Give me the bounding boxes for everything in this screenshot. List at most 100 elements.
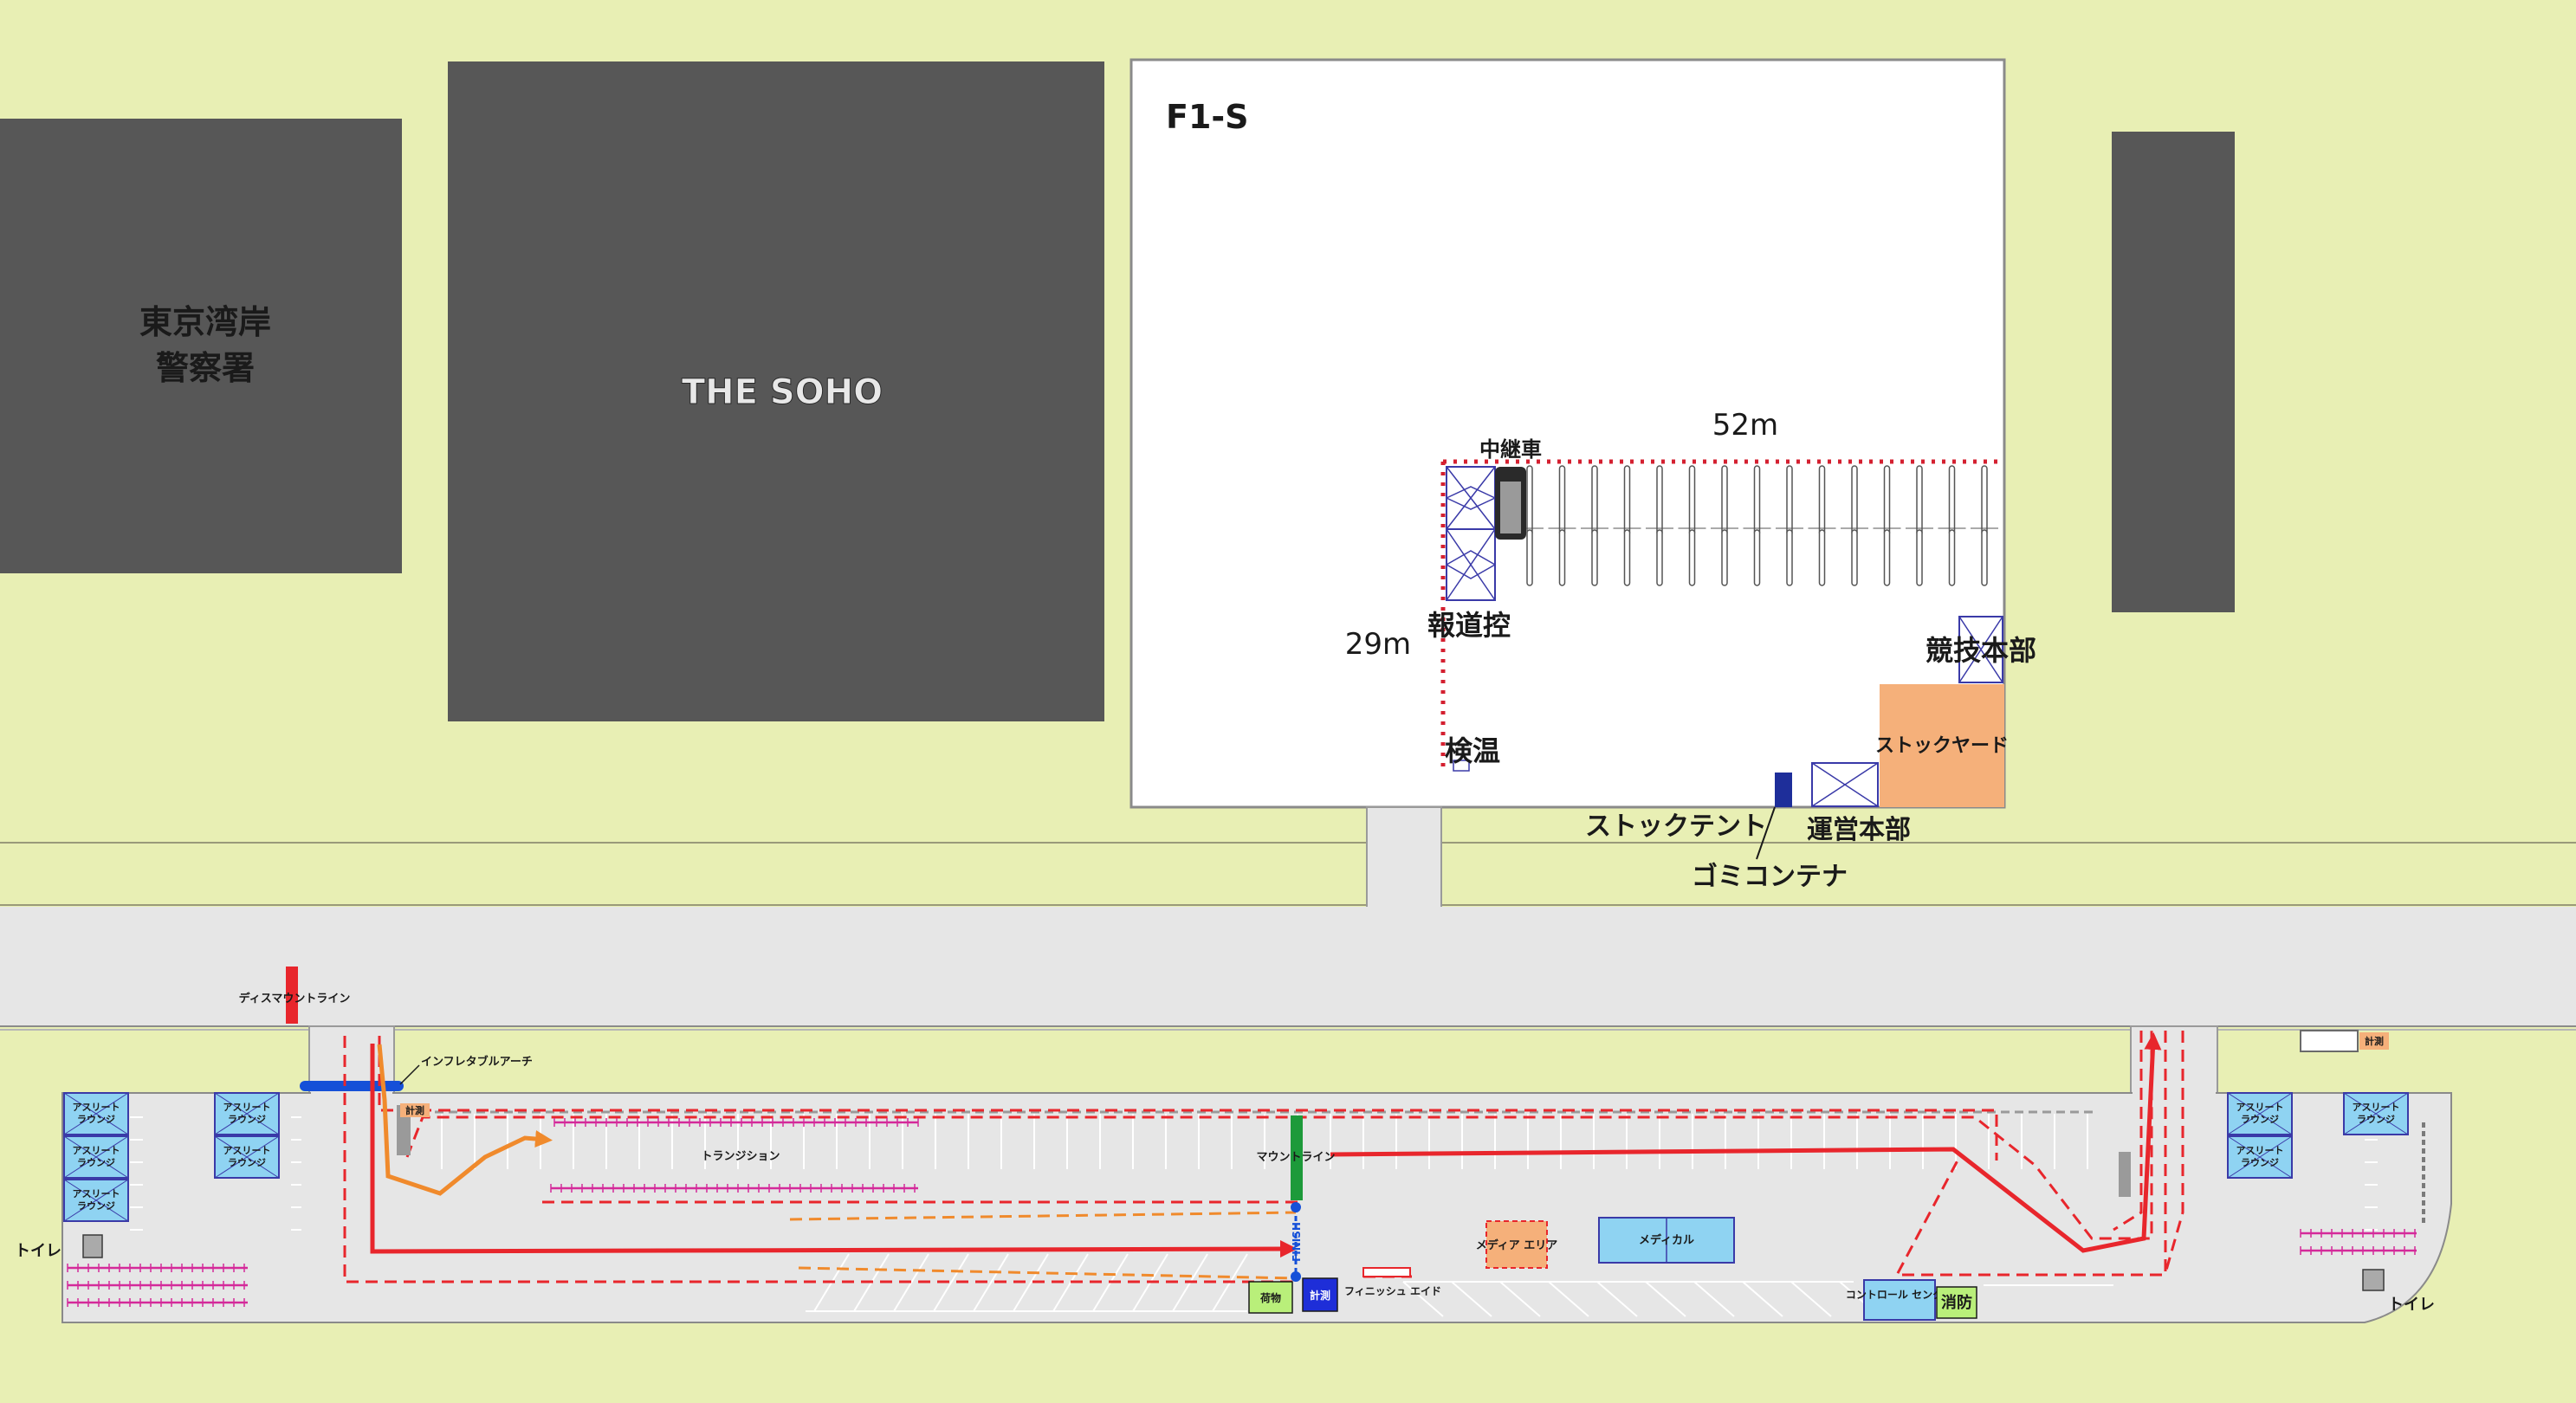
bike-rack — [1656, 529, 1663, 586]
timing-mat-3 — [2119, 1152, 2131, 1197]
fire-box — [1936, 1286, 1977, 1319]
finish-label: FINISH — [1291, 1222, 1303, 1262]
soho-label: THE SOHO — [682, 372, 883, 412]
race-hq-label: 競技本部 — [1926, 634, 2036, 667]
finish-aid-label: フィニッシュ エイド — [1344, 1285, 1441, 1297]
stock-yard — [1880, 684, 2004, 807]
bike-rack — [1526, 529, 1533, 586]
bike-rack — [1883, 465, 1891, 536]
media-area — [1485, 1220, 1548, 1269]
main-road — [0, 907, 2576, 1026]
toilet-left — [82, 1234, 103, 1258]
media-label: メディア エリア — [1476, 1238, 1558, 1252]
bike-rack — [1558, 529, 1566, 586]
transition-racks — [67, 1118, 2417, 1307]
baggage-label: 荷物 — [1259, 1291, 1281, 1304]
toilet-right-label: トイレ — [2388, 1296, 2435, 1314]
athlete-lounge-label: アスリート — [2236, 1145, 2284, 1156]
police-label-1: 東京湾岸 — [139, 303, 271, 341]
bike-rack — [1656, 465, 1663, 536]
bike-rack — [1916, 465, 1923, 536]
athlete-lounges: アスリートラウンジアスリートラウンジアスリートラウンジアスリートラウンジアスリー… — [63, 1092, 2409, 1222]
bike-rack — [1916, 529, 1923, 586]
press-tents — [1446, 466, 1496, 601]
transition-route — [377, 1044, 553, 1196]
bike-rack — [1753, 465, 1761, 536]
athlete-lounge-label: アスリート — [223, 1102, 271, 1113]
athlete-lounge-label: ラウンジ — [77, 1114, 115, 1125]
toilet-left-label: トイレ — [15, 1242, 61, 1260]
athlete-lounge-label: アスリート — [73, 1102, 120, 1113]
dim-29m: 29m — [1345, 627, 1411, 662]
athlete-lounge-label: アスリート — [73, 1188, 120, 1199]
mount-line — [1291, 1115, 1303, 1200]
diagonal-stalls — [806, 1253, 2113, 1317]
timing-mat-1 — [397, 1105, 411, 1155]
finish-aid — [1362, 1267, 1411, 1277]
bike-rack — [1786, 465, 1793, 536]
bike-rack — [1883, 529, 1891, 586]
timing-box-finish — [1302, 1277, 1338, 1312]
bike-rack — [1948, 529, 1956, 586]
toilet-right — [2362, 1269, 2385, 1291]
bike-rack — [1786, 529, 1793, 586]
police-label-2: 警察署 — [156, 349, 255, 387]
stock-yard-label: ストックヤード — [1875, 735, 2009, 757]
timing-mat-top — [2300, 1030, 2359, 1052]
athlete-lounge-label: ラウンジ — [228, 1114, 266, 1125]
athlete-lounge-label: アスリート — [2353, 1102, 2400, 1113]
bike-rack — [1981, 529, 1988, 586]
timing-label-2: 計測 — [1310, 1289, 1330, 1302]
bike-rack — [1753, 529, 1761, 586]
bike-rack — [1688, 529, 1696, 586]
press-room-label: 報道控 — [1427, 609, 1511, 642]
bike-rack — [1818, 465, 1826, 536]
bike-rack — [1526, 465, 1533, 536]
orange-dashed — [789, 1211, 1297, 1280]
run-route — [370, 1044, 1298, 1258]
bike-rack — [1851, 465, 1858, 536]
bike-rack-grid — [1516, 465, 1998, 586]
connector-path — [1366, 806, 1442, 910]
bike-rack — [1591, 529, 1598, 586]
athlete-lounge-label: ラウンジ — [2241, 1157, 2279, 1168]
athlete-lounge-label: ラウンジ — [228, 1157, 266, 1168]
bike-rack — [1818, 529, 1826, 586]
bike-rack — [1981, 465, 1988, 536]
bike-rack — [1591, 465, 1598, 536]
bike-rack — [1948, 465, 1956, 536]
dim-52m: 52m — [1712, 408, 1778, 443]
right-building — [2112, 132, 2235, 612]
bike-rack — [1688, 465, 1696, 536]
control-center-label: コントロール センター — [1846, 1289, 1953, 1301]
athlete-lounge-label: ラウンジ — [2357, 1114, 2395, 1125]
stock-tent — [1775, 773, 1792, 807]
baggage-box — [1248, 1281, 1293, 1314]
athlete-lounge-label: ラウンジ — [77, 1157, 115, 1168]
athlete-lounge-label: ラウンジ — [2241, 1114, 2279, 1125]
control-center-tent — [1863, 1279, 1936, 1321]
temp-check-tent — [1453, 760, 1470, 772]
timing-label-3: 計測 — [2365, 1035, 2384, 1047]
athlete-lounge-label: アスリート — [73, 1145, 120, 1156]
mount-label: マウントライン — [1256, 1151, 1335, 1164]
transition-label: トランジション — [701, 1150, 780, 1163]
soho-building — [448, 61, 1104, 721]
bike-rack — [1623, 529, 1631, 586]
bike-rack — [1851, 529, 1858, 586]
f1s-area — [1129, 58, 2006, 809]
athlete-lounge-label: ラウンジ — [77, 1200, 115, 1212]
bike-rack — [1623, 465, 1631, 536]
stock-tent-label: ストックテント — [1585, 811, 1767, 842]
bike-rack — [1558, 465, 1566, 536]
fire-label: 消防 — [1941, 1293, 1972, 1312]
medical-label: メディカル — [1639, 1233, 1694, 1247]
police-building — [0, 119, 402, 573]
garbage-label: ゴミコンテナ — [1692, 862, 1848, 892]
temp-check-label: 検温 — [1445, 734, 1500, 767]
dismount-line — [286, 967, 298, 1024]
ops-hq-label: 運営本部 — [1807, 815, 1911, 845]
athlete-lounge-label: アスリート — [223, 1145, 271, 1156]
relay-car-label: 中継車 — [1479, 437, 1542, 462]
